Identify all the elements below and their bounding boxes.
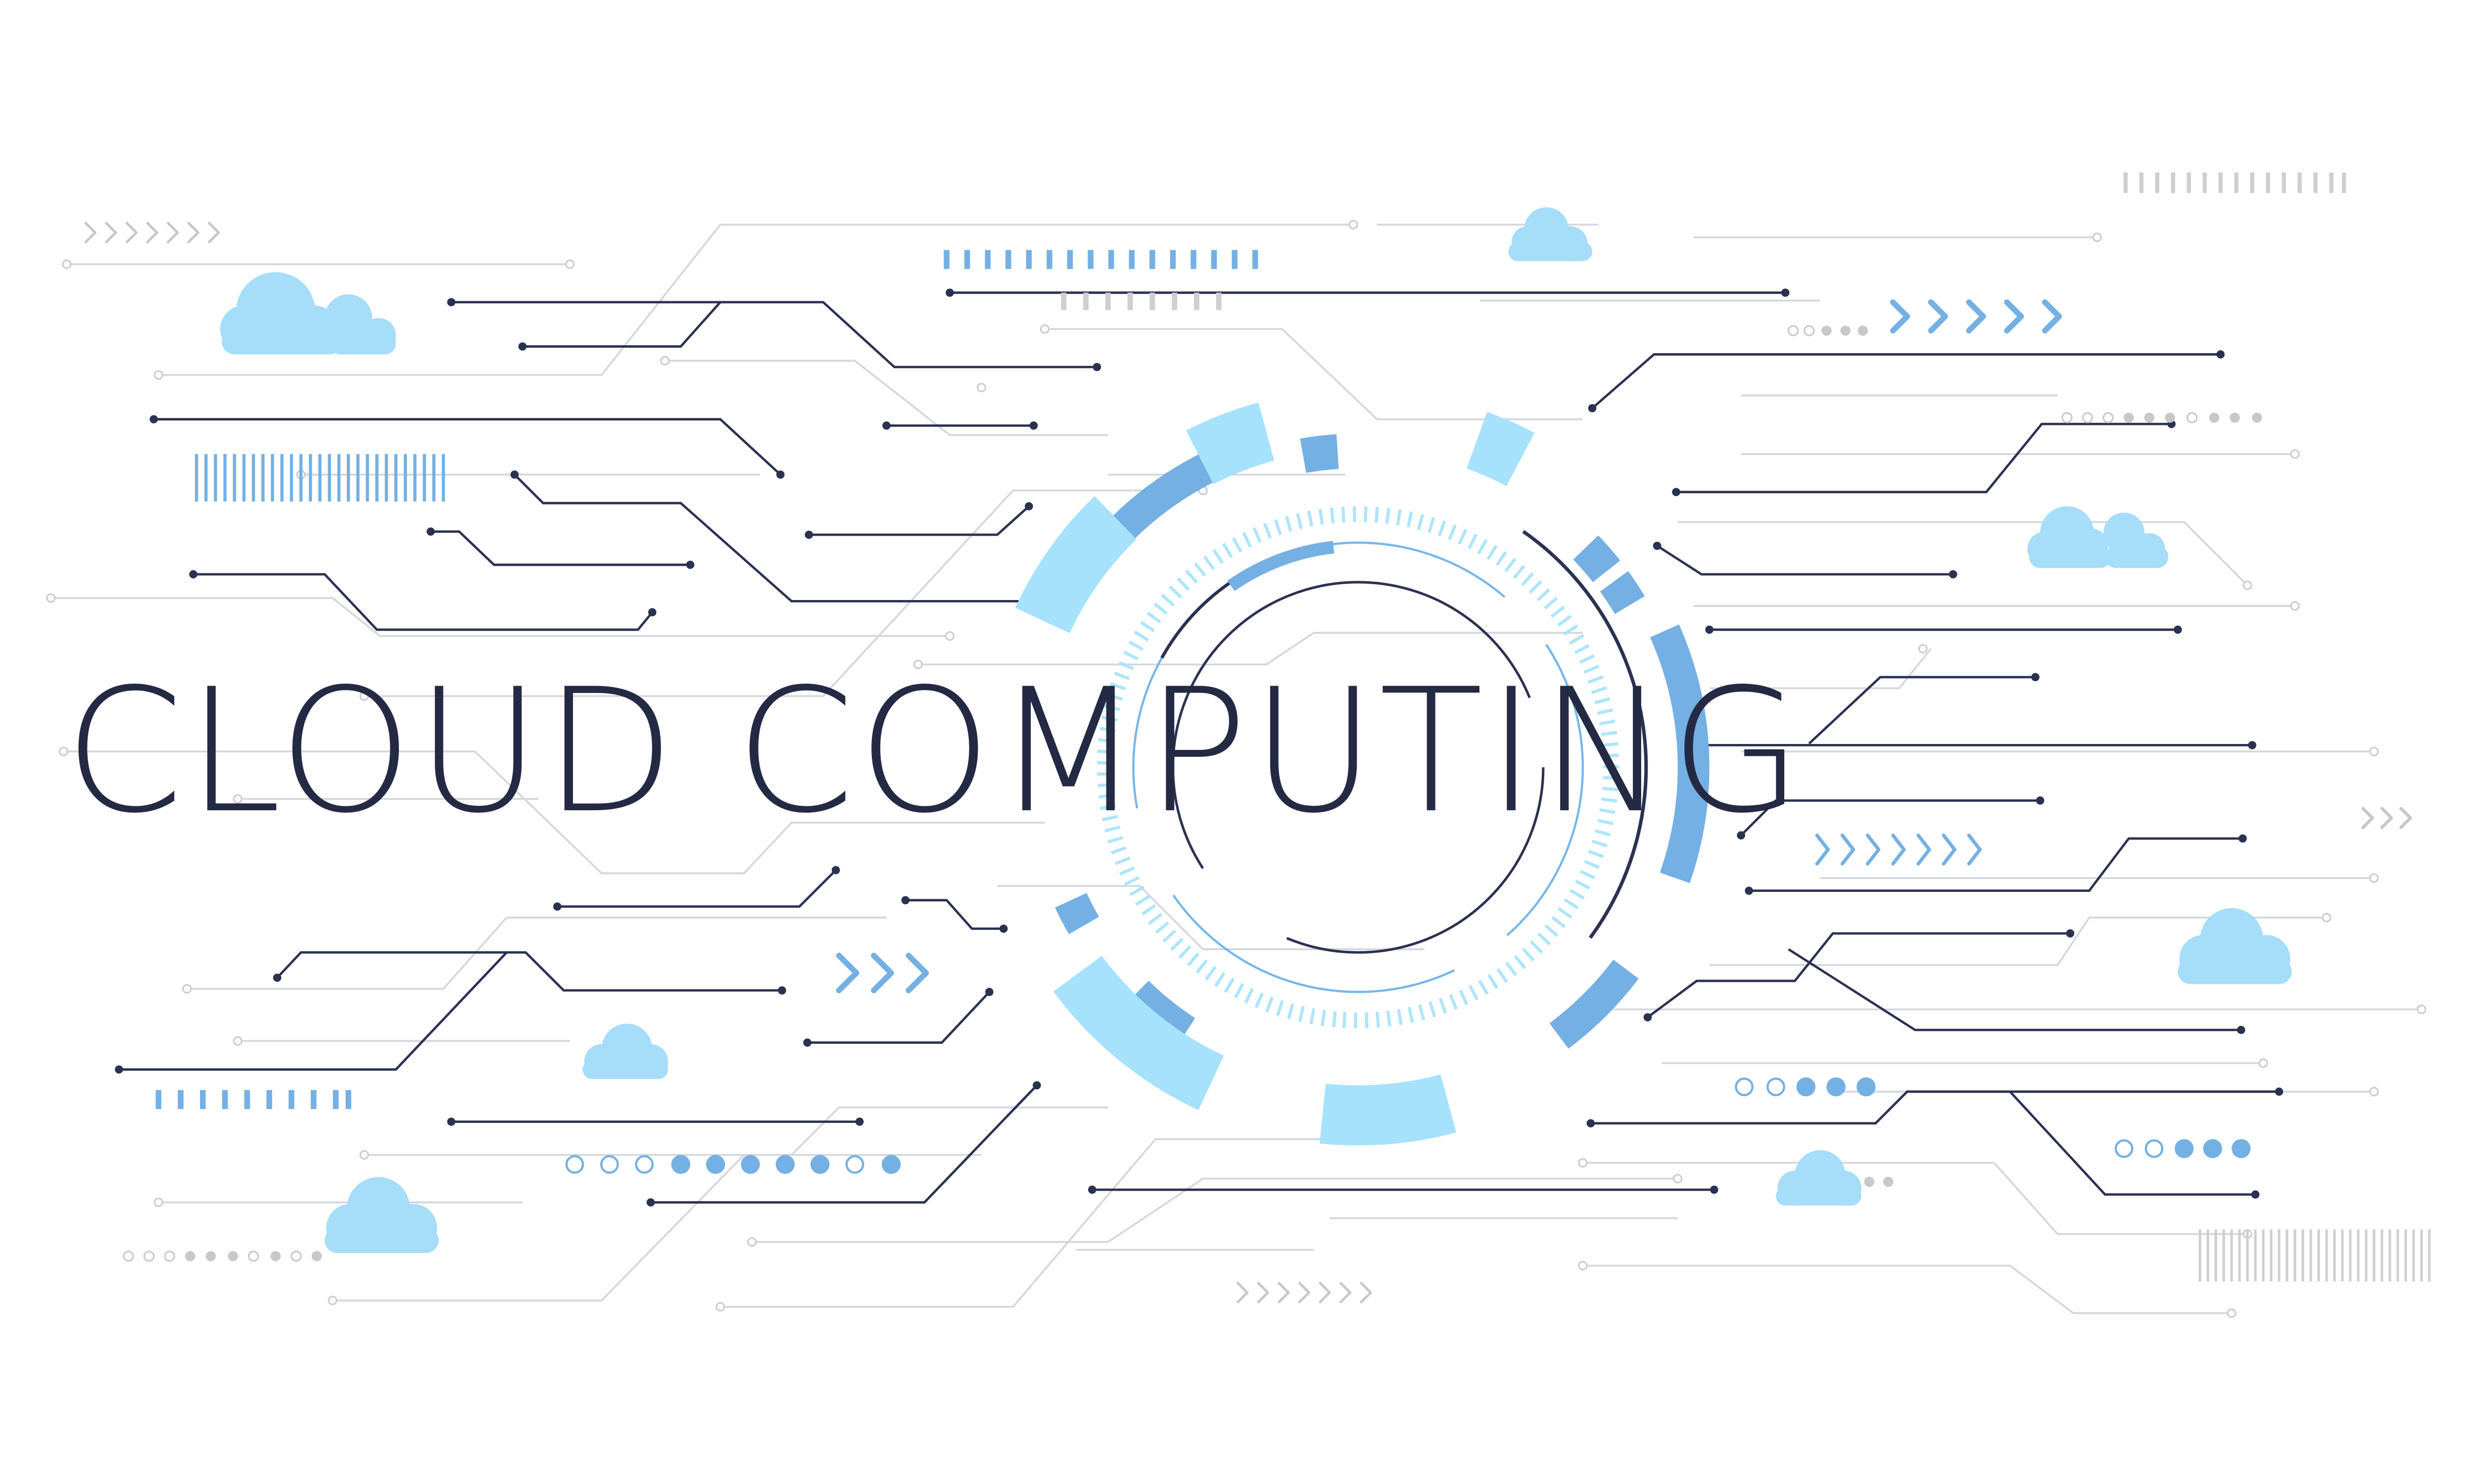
light-trace-dots <box>46 220 2426 1318</box>
chevron-arrows-icon <box>84 222 2412 1303</box>
barcode-icon <box>155 172 2431 1282</box>
dark-circuit-lines <box>119 291 2280 1204</box>
cloud-icon <box>220 207 2292 1253</box>
light-circuit-lines <box>50 224 2422 1314</box>
headline-title: CLOUD COMPUTING <box>64 652 1806 851</box>
progress-dots-icon <box>123 325 2262 1262</box>
